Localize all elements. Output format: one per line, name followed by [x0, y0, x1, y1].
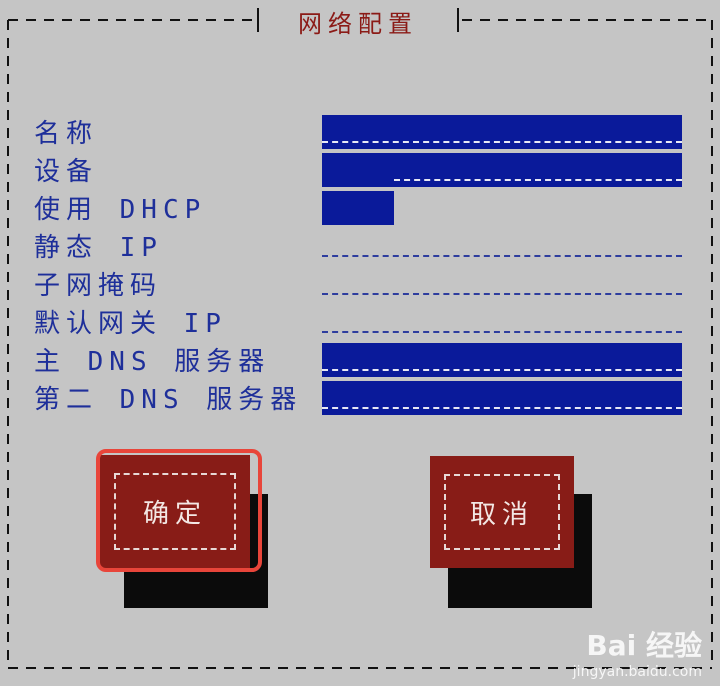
watermark-url: jingyan.baidu.com [572, 664, 702, 680]
watermark: Bai 经验 jingyan.baidu.com [573, 624, 702, 680]
label-gateway: 默认网关 IP [34, 309, 227, 339]
gateway-input[interactable] [322, 305, 682, 339]
cancel-button[interactable]: 取消 [430, 456, 574, 568]
label-secondary-dns: 第二 DNS 服务器 [34, 385, 303, 415]
ok-button-label: 确定 [142, 499, 207, 529]
name-input[interactable]: eth0 [322, 115, 682, 149]
label-netmask: 子网掩码 [34, 271, 163, 301]
device-input[interactable]: eth0 [322, 153, 682, 187]
static-ip-input[interactable] [322, 229, 682, 263]
label-device: 设备 [34, 157, 99, 187]
label-primary-dns: 主 DNS 服务器 [34, 347, 271, 377]
netmask-input[interactable] [322, 267, 682, 301]
secondary-dns-input[interactable] [322, 381, 682, 415]
primary-dns-input[interactable] [322, 343, 682, 377]
label-name: 名称 [34, 119, 99, 149]
label-static-ip: 静态 IP [34, 233, 163, 263]
label-use-dhcp: 使用 DHCP [34, 195, 207, 225]
cancel-button-label: 取消 [469, 499, 534, 530]
ok-button[interactable]: 确定 [100, 455, 250, 568]
watermark-brand: Bai 经验 [586, 629, 702, 662]
use-dhcp-checkbox[interactable]: [*] [322, 191, 394, 225]
focus-highlight [96, 449, 262, 572]
dialog-title: 网络配置 [298, 9, 418, 38]
